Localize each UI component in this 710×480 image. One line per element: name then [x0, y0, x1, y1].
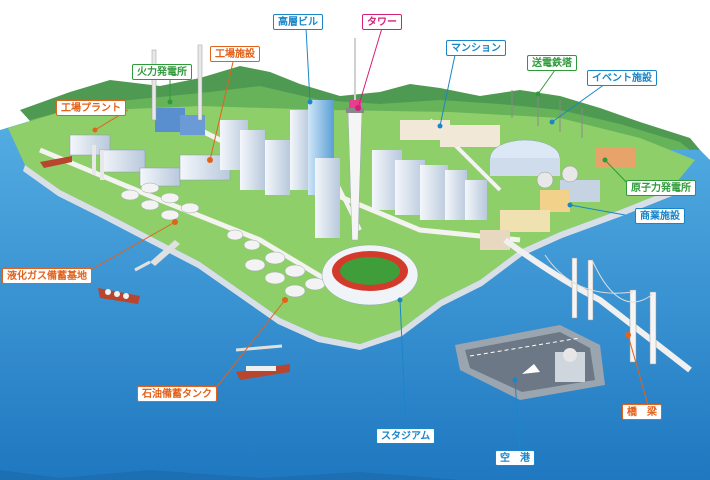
label-industrial-plant: 工場プラント [56, 100, 126, 116]
commercial-buildings [480, 210, 550, 250]
label-airport: 空 港 [495, 450, 535, 466]
label-commercial-facility: 商業施設 [635, 208, 685, 224]
downtown-buildings [220, 100, 500, 238]
label-lng-storage-base: 液化ガス備蓄基地 [2, 268, 92, 284]
label-thermal-power-plant: 火力発電所 [132, 64, 192, 80]
storage-tanks [120, 182, 326, 298]
label-stadium: スタジアム [376, 428, 436, 444]
label-mansion: マンション [446, 40, 506, 56]
nuclear-plant [536, 148, 635, 212]
airport-island [455, 325, 605, 400]
label-event-facility: イベント施設 [587, 70, 657, 86]
oil-tanker [236, 364, 290, 380]
transmission-towers [511, 90, 583, 138]
label-factory-facility: 工場施設 [210, 46, 260, 62]
suspension-bridge [503, 237, 692, 373]
lng-ship [98, 288, 140, 304]
oil-pier [235, 344, 283, 352]
tv-tower [346, 38, 364, 241]
lng-pier [134, 260, 151, 272]
label-tower: タワー [362, 14, 402, 30]
sea-edge [0, 470, 460, 480]
lng-pier [150, 240, 180, 266]
event-dome [489, 139, 561, 177]
leader-dots [92, 91, 631, 383]
label-nuclear-power-plant: 原子力発電所 [626, 180, 696, 196]
label-power-transmission-tower: 送電鉄塔 [527, 55, 577, 71]
label-high-rise-building: 高層ビル [273, 14, 323, 30]
leader-lines [79, 27, 649, 454]
stadium [321, 244, 419, 306]
industrial-area [69, 44, 231, 187]
label-bridge: 橋 梁 [622, 404, 662, 420]
small-ship [40, 156, 72, 168]
label-oil-storage-tank: 石油備蓄タンク [137, 386, 217, 402]
